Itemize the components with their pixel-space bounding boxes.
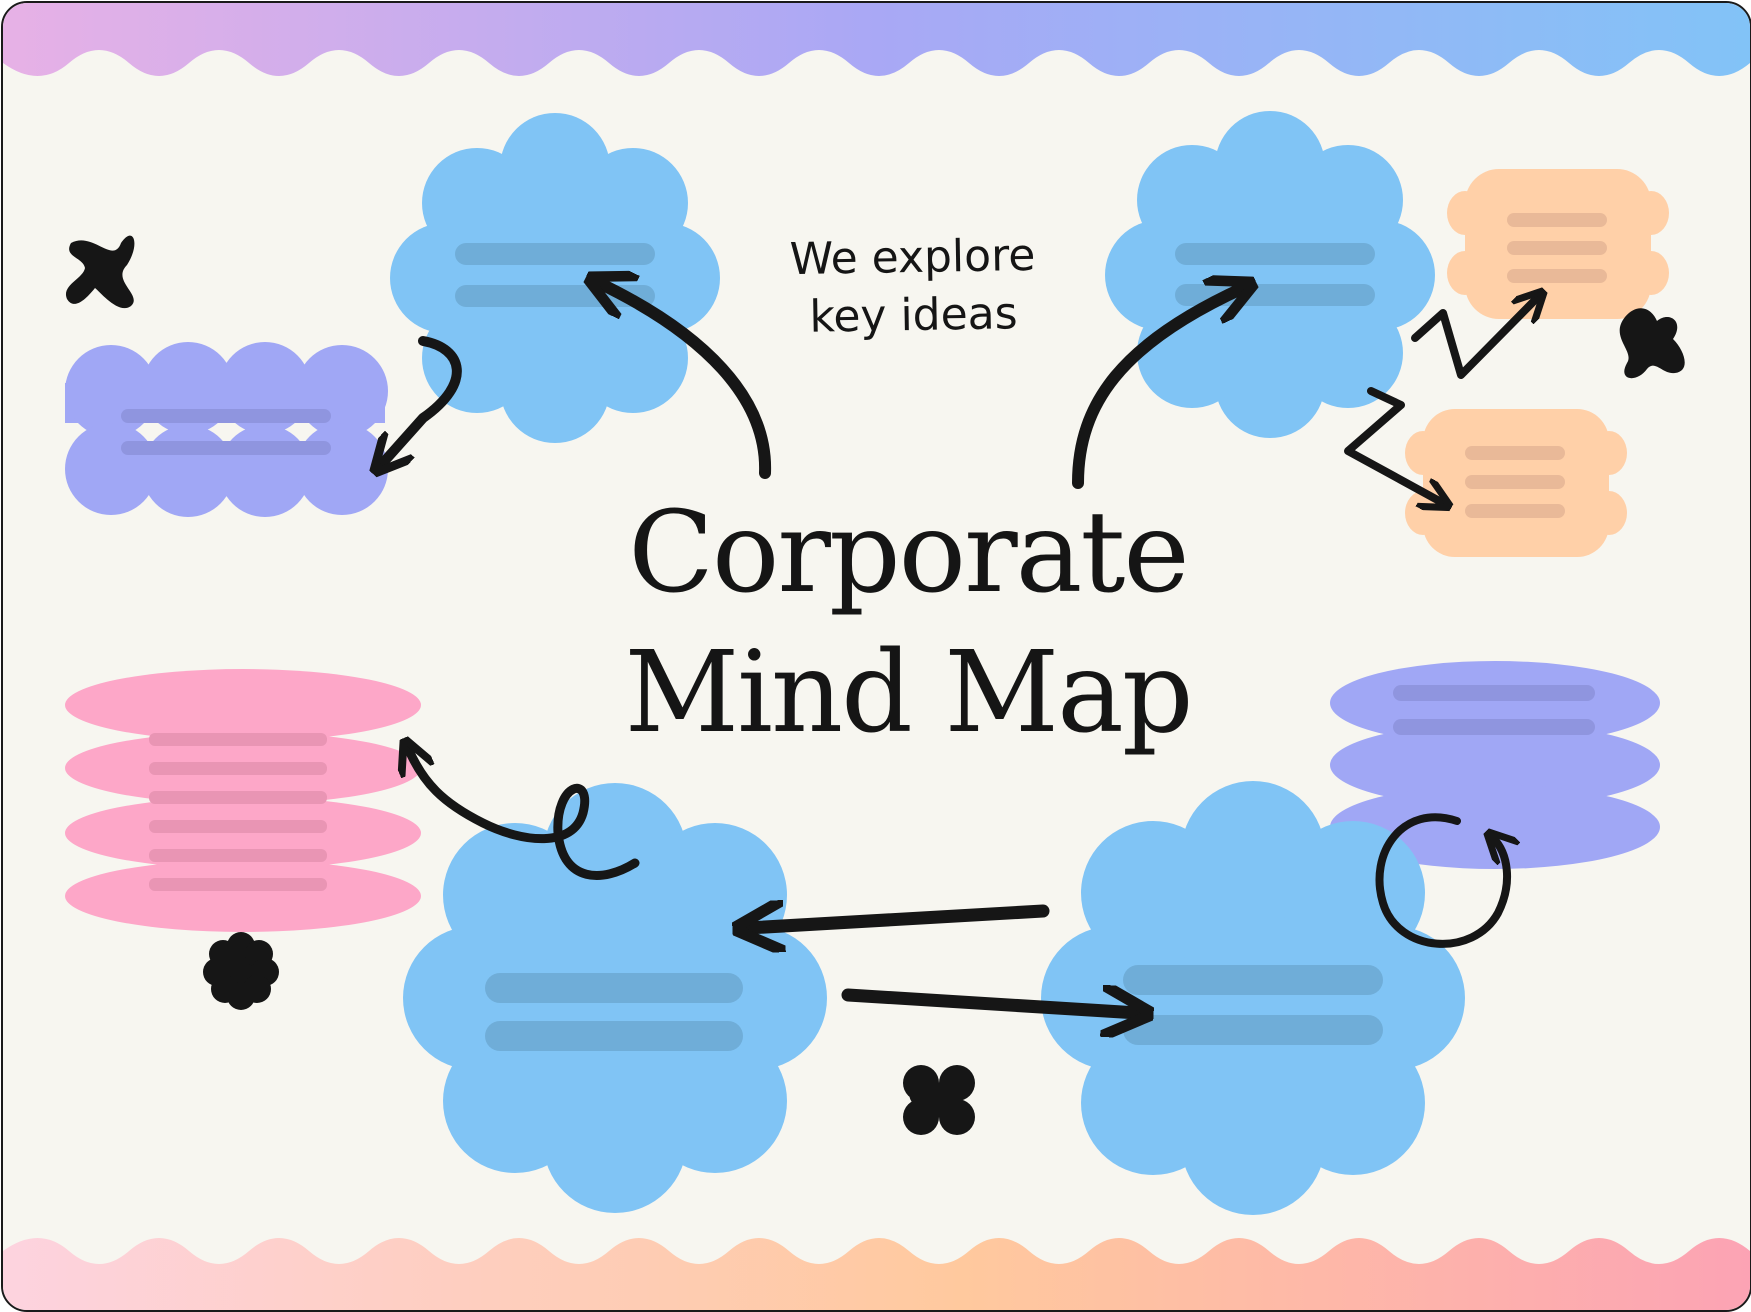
arrow-title-to-top-right-cloud	[1072, 288, 1243, 489]
arrow-title-to-top-left-cloud	[599, 283, 772, 479]
arrow-loop-to-pink-stack	[408, 748, 640, 880]
clover-icon	[903, 1065, 975, 1135]
cloud-node-top-right[interactable]	[1105, 111, 1435, 438]
note-line-1: We explore	[789, 229, 1036, 286]
orange-node-upper[interactable]	[1447, 169, 1669, 319]
top-wave-band	[3, 3, 1750, 76]
title-line-2: Mind Map	[624, 628, 1193, 758]
handwritten-note: We explore key ideas	[722, 226, 1104, 349]
sparkle-icon	[65, 235, 135, 309]
arrow-top-left-cloud-to-purple-node	[381, 336, 462, 465]
note-line-2: key ideas	[809, 288, 1018, 343]
flower-icon	[203, 932, 279, 1010]
title-line-1: Corporate	[628, 488, 1189, 618]
orange-node-lower[interactable]	[1405, 409, 1627, 557]
cloud-node-bottom-right[interactable]	[1041, 781, 1465, 1215]
bottom-wave-band	[3, 1238, 1750, 1310]
cloud-node-bottom-left[interactable]	[403, 783, 827, 1213]
purple-stack-node-right[interactable]	[1330, 661, 1660, 869]
arrow-zigzag-to-orange-lower	[1344, 387, 1443, 503]
cloud-node-top-left[interactable]	[390, 113, 720, 443]
arrow-zigzag-to-orange-upper	[1411, 297, 1538, 379]
sparkle-icon	[1619, 308, 1685, 379]
pink-stack-node[interactable]	[65, 669, 421, 932]
purple-node-left[interactable]	[65, 342, 388, 517]
circular-arrow	[1375, 813, 1508, 948]
arrow-to-bottom-right-cloud	[841, 995, 1138, 1013]
arrow-to-bottom-left-cloud	[748, 911, 1050, 928]
page-title: Corporate Mind Map	[578, 483, 1238, 763]
